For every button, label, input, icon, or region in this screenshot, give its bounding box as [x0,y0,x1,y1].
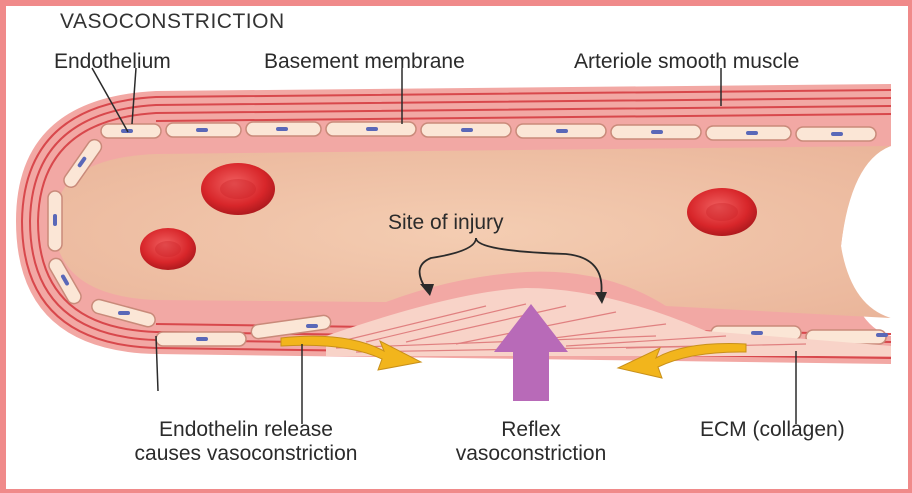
diagram-title: VASOCONSTRICTION [60,10,285,34]
label-ecm-collagen: ECM (collagen) [700,418,845,442]
label-site-of-injury: Site of injury [388,211,504,235]
diagram-frame: VASOCONSTRICTION Endothelium Basement me… [6,6,908,489]
label-reflex-line2: vasoconstriction [411,442,651,466]
vessel-diagram [6,6,908,489]
label-endothelium: Endothelium [54,50,171,74]
label-arteriole-smooth-muscle: Arteriole smooth muscle [574,50,799,74]
label-endothelin-line2: causes vasoconstriction [106,442,386,466]
label-reflex-line1: Reflex [411,418,651,442]
label-basement-membrane: Basement membrane [264,50,465,74]
label-endothelin-release: Endothelin release causes vasoconstricti… [106,418,386,466]
label-endothelin-line1: Endothelin release [106,418,386,442]
label-reflex-vasoconstriction: Reflex vasoconstriction [411,418,651,466]
